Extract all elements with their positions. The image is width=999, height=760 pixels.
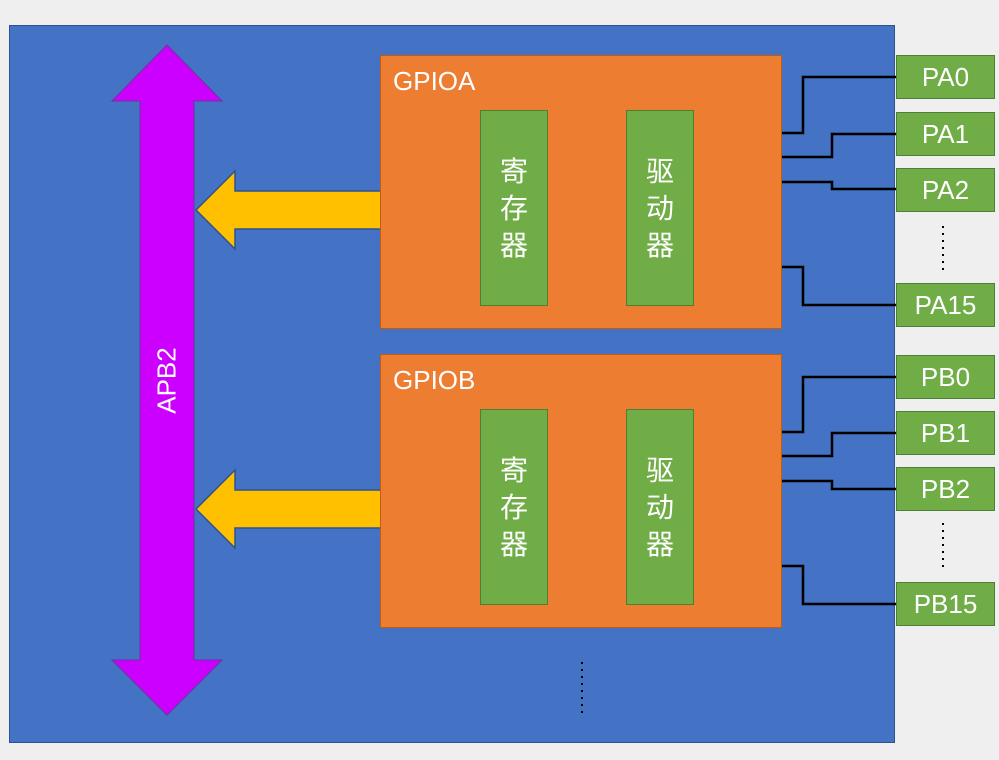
gpioa-title: GPIOA xyxy=(393,66,476,96)
pin-pa15: PA15 xyxy=(896,283,995,327)
pin-pa1: PA1 xyxy=(896,112,995,156)
pin-pa2: PA2 xyxy=(896,168,995,212)
gpiob-register-label: 寄存器 xyxy=(499,454,528,560)
gpiob-title: GPIOB xyxy=(393,365,476,395)
gpiob-driver: 驱动器 xyxy=(626,409,694,605)
pin-pa0: PA0 xyxy=(896,55,995,99)
apb2-label: APB2 xyxy=(151,347,182,414)
apb2-bus-arrow xyxy=(110,44,224,716)
gpiob-driver-label: 驱动器 xyxy=(645,454,674,560)
gpioa-register: 寄存器 xyxy=(480,110,548,306)
gpiob-port: GPIOB xyxy=(380,354,782,628)
gpioa-driver-label: 驱动器 xyxy=(645,155,674,261)
pin-pb15: PB15 xyxy=(896,582,995,626)
gpioa-register-label: 寄存器 xyxy=(499,155,528,261)
gpioa-port: GPIOA xyxy=(380,55,782,329)
pin-pb0: PB0 xyxy=(896,355,995,399)
pin-pb2: PB2 xyxy=(896,467,995,511)
gpioa-driver: 驱动器 xyxy=(626,110,694,306)
pin-pb1: PB1 xyxy=(896,411,995,455)
gpiob-register: 寄存器 xyxy=(480,409,548,605)
